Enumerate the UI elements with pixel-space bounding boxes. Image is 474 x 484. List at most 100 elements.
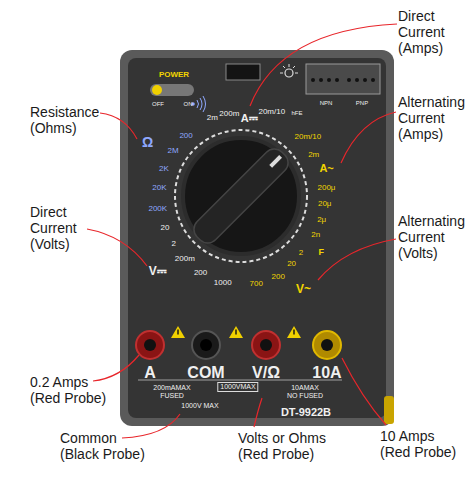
range-label: 20m/10 <box>295 131 322 140</box>
callout-label: Alternating Current (Amps) <box>398 94 470 142</box>
warning-triangles <box>171 326 301 338</box>
panel-label: 10AMAX NO FUSED <box>286 384 324 400</box>
warning-triangle <box>171 326 185 338</box>
warning-triangle <box>287 326 301 338</box>
jack-v-ohm <box>252 331 280 359</box>
meter-bumper <box>384 396 394 424</box>
range-label: 200 <box>272 271 285 280</box>
range-label: 20m/10 <box>258 107 285 116</box>
leader-line <box>93 355 139 381</box>
range-label: 2μ <box>317 215 326 224</box>
range-label: 700 <box>250 278 263 287</box>
callout-label: Volts or Ohms (Red Probe) <box>238 430 334 462</box>
range-label: 200m <box>175 254 195 263</box>
socket-holes <box>311 78 375 82</box>
continuity-arcs <box>197 96 206 112</box>
jack-hole <box>260 339 272 351</box>
range-label: 2K <box>159 164 169 173</box>
range-label: 200 <box>194 267 207 276</box>
callout-label: Alternating Current (Volts) <box>398 213 470 261</box>
range-label: 20 <box>161 222 170 231</box>
range-label: 1000 <box>214 278 232 287</box>
jack-label: 10A <box>312 364 341 381</box>
range-label: Ω <box>142 135 153 150</box>
range-label: 20K <box>152 183 166 192</box>
warning-triangle <box>229 326 243 338</box>
meter-panel <box>128 58 386 418</box>
callout-label: Resistance (Ohms) <box>30 104 110 136</box>
range-label: hFE <box>291 110 302 117</box>
panel-label: POWER <box>159 70 189 79</box>
power-button <box>152 85 162 95</box>
jack-hole <box>200 339 212 351</box>
jack-hole <box>144 339 156 351</box>
leader-line <box>87 229 147 266</box>
meter-bezel <box>120 50 394 426</box>
socket-hole <box>335 78 339 82</box>
callout-label: 0.2 Amps (Red Probe) <box>30 374 116 406</box>
jack-com <box>192 331 220 359</box>
range-label: 200 <box>179 131 192 140</box>
socket-hole <box>347 78 351 82</box>
range-label: 20 <box>287 259 296 268</box>
socket-hole <box>327 78 331 82</box>
callout-label: Common (Black Probe) <box>60 430 156 462</box>
range-label: 2 <box>172 239 176 248</box>
panel-label: 1000VMAX <box>217 382 258 392</box>
power-switch <box>150 84 194 96</box>
panel-label: NPN <box>320 100 333 107</box>
range-label: 2M <box>167 146 178 155</box>
jack-label: V/Ω <box>252 364 280 381</box>
panel-label: 200mAMAX FUSED <box>151 384 193 400</box>
display-window <box>226 64 260 80</box>
range-label: 2m <box>308 150 319 159</box>
socket-hole <box>371 78 375 82</box>
range-label: 2 <box>299 247 303 256</box>
range-label: 200m <box>219 108 239 117</box>
knob-pointer <box>269 155 282 168</box>
range-ring <box>175 130 307 262</box>
panel-label: OFF <box>152 101 164 108</box>
warning-mark <box>293 330 294 335</box>
socket-hole <box>363 78 367 82</box>
panel-label: 1000V MAX <box>181 402 218 410</box>
range-label: F <box>319 247 325 257</box>
jack-10a <box>313 331 341 359</box>
leader-line <box>122 414 180 438</box>
jack-hole <box>321 339 333 351</box>
leader-line <box>342 358 386 425</box>
socket-hole <box>311 78 315 82</box>
leader-line <box>250 24 397 106</box>
warning-mark <box>235 330 236 335</box>
range-label: A⎓ <box>241 112 258 124</box>
leader-lines <box>87 24 397 438</box>
panel-label: ON <box>184 101 193 108</box>
callout-label: Direct Current (Amps) <box>398 8 470 56</box>
socket-hole <box>319 78 323 82</box>
knob-grip <box>189 144 292 247</box>
range-label: V~ <box>296 282 311 295</box>
jack-label: COM <box>187 364 224 381</box>
range-label: 2m <box>207 113 218 122</box>
range-label: A~ <box>319 162 333 174</box>
range-label: 20μ <box>318 199 332 208</box>
leader-line <box>254 398 262 427</box>
leader-line <box>341 112 396 163</box>
continuity-symbol <box>191 96 205 112</box>
warning-mark <box>177 330 178 335</box>
leader-line <box>100 113 137 139</box>
leader-line <box>318 239 396 280</box>
panel-divider <box>138 380 342 381</box>
range-label: 2n <box>311 230 320 239</box>
panel-label: DT-9922B <box>281 406 331 418</box>
panel-label: PNP <box>356 100 368 107</box>
callout-label: Direct Current (Volts) <box>30 204 110 252</box>
jack-label: A <box>144 364 156 381</box>
jack-a <box>136 331 164 359</box>
input-jacks <box>136 331 341 359</box>
range-label: V⎓ <box>149 264 167 277</box>
transistor-socket <box>306 64 380 94</box>
lamp-rays <box>280 64 298 73</box>
